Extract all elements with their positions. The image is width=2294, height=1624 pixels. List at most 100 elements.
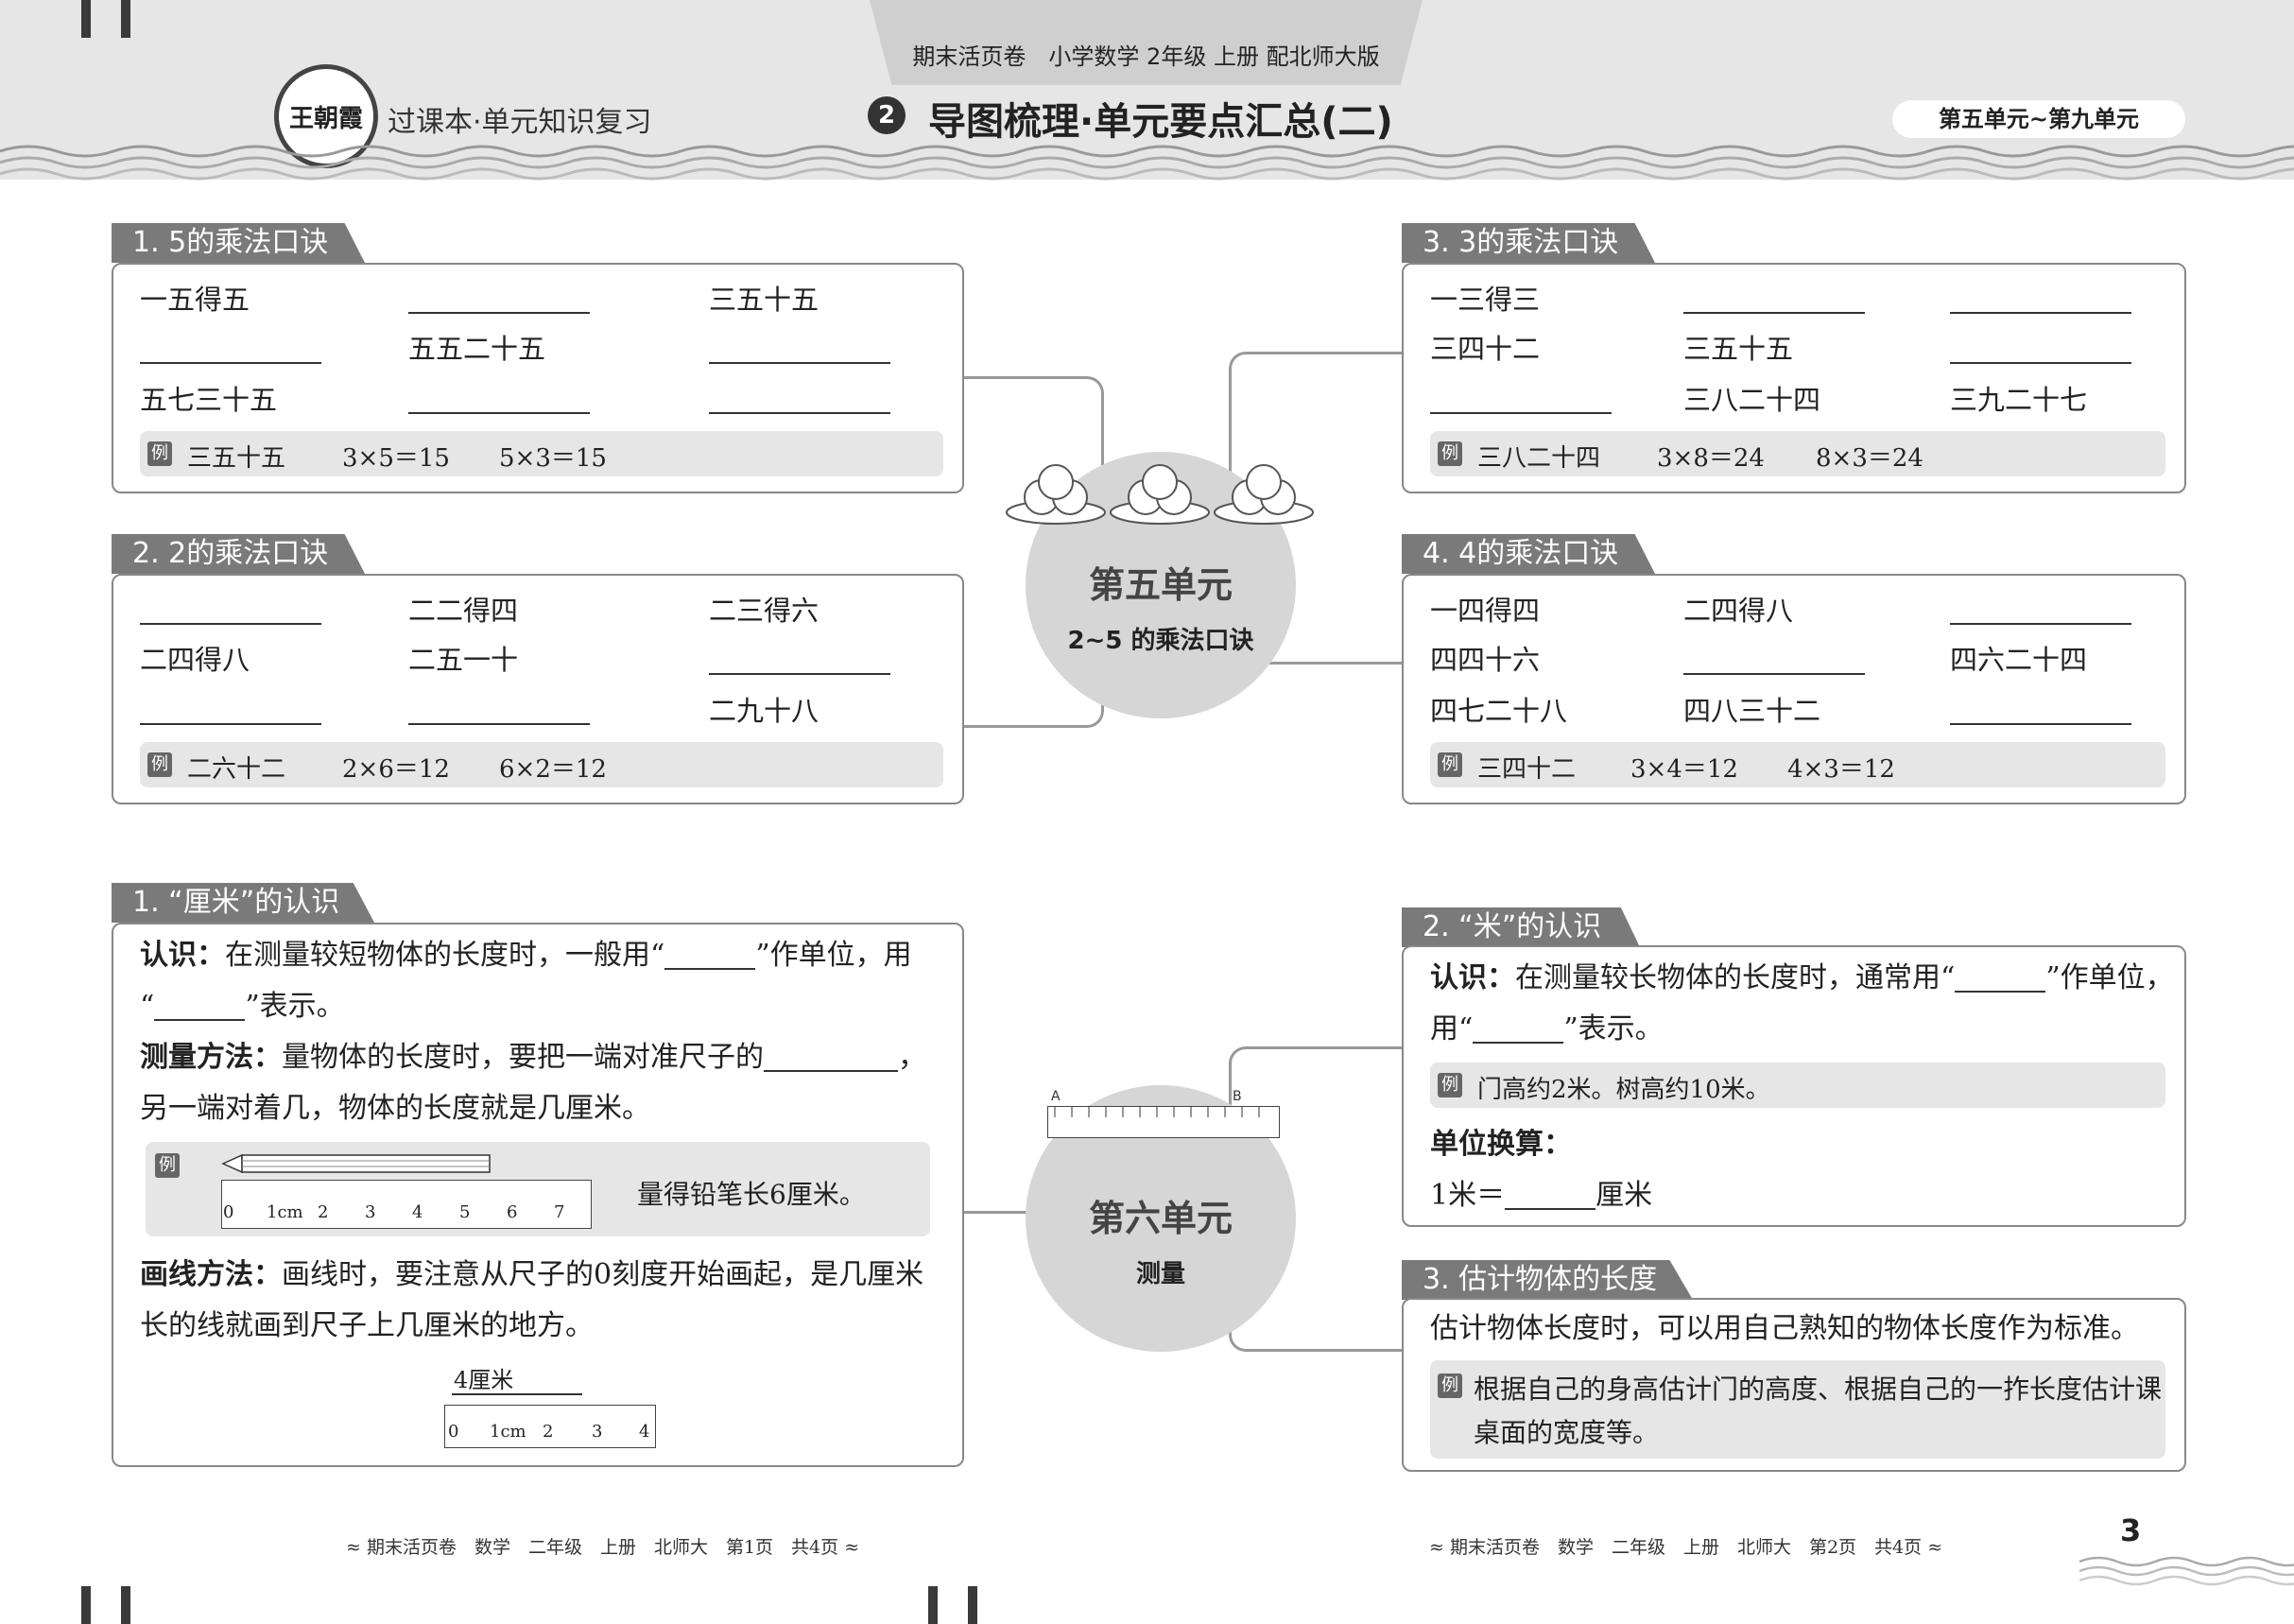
rhyme-blank[interactable]: [1683, 312, 1865, 314]
unit-range-badge: 第五单元~第九单元: [1892, 100, 2185, 138]
fill-blank[interactable]: [1473, 1042, 1564, 1044]
panel-tab-estimate: 3. 估计物体的长度: [1402, 1260, 1693, 1300]
example-text: 根据自己的身高估计门的高度、根据自己的一拃长度估计课: [1474, 1373, 2163, 1405]
rhyme: 二五一十: [408, 644, 519, 676]
panel-4-table: 一四得四 二四得八 四四十六 四六二十四 四七二十八 四八三十二 例 三四十二 …: [1402, 574, 2186, 804]
rhyme: 二四得八: [140, 644, 250, 676]
connector: [962, 1211, 1028, 1220]
fill-blank[interactable]: [1955, 991, 2046, 993]
rhyme-blank[interactable]: [709, 673, 890, 675]
example-label: 例: [1438, 1073, 1462, 1097]
example-rhyme: 三八二十四: [1477, 444, 1601, 473]
unit5-title: 第五单元: [1088, 564, 1233, 606]
example-equation: 4×3＝12: [1787, 755, 1895, 784]
connector: [1248, 662, 1404, 681]
panel-tab-5-table: 1. 5的乘法口诀: [112, 223, 365, 263]
ruler: [444, 1405, 656, 1448]
ruler-illustration: A B: [1047, 1089, 1284, 1155]
rhyme: 五五二十五: [408, 333, 546, 365]
para-text: 长的线就画到尺子上几厘米的地方。: [140, 1309, 594, 1342]
rhyme: 四八三十二: [1683, 695, 1821, 727]
rhyme-blank[interactable]: [140, 362, 321, 364]
example-label: 例: [155, 1153, 180, 1178]
example-label: 例: [1438, 1373, 1462, 1398]
rhyme-blank[interactable]: [140, 723, 321, 725]
unit5-subtitle: 2~5 的乘法口诀: [1067, 627, 1254, 655]
para-text: 估计物体长度时，可以用自己熟知的物体长度作为标准。: [1430, 1312, 2139, 1345]
ruler-ticks: [1054, 1106, 1260, 1117]
rhyme-blank[interactable]: [408, 412, 590, 414]
example-label: 例: [147, 752, 172, 777]
example-box: 例 三八二十四 3×8＝24 8×3＝24: [1430, 431, 2165, 476]
point-label: A: [1051, 1089, 1061, 1104]
rhyme-blank[interactable]: [1430, 412, 1612, 414]
rhyme: 三九二十七: [1950, 384, 2088, 416]
ruler: [221, 1180, 592, 1229]
header-series-tab: [870, 0, 1423, 85]
para-label: 认识：: [1430, 961, 1515, 994]
corner-mark: [968, 1586, 977, 1624]
panel-tab-meter: 2. “米”的认识: [1402, 907, 1640, 947]
fill-blank[interactable]: [764, 1070, 898, 1072]
footer-right: ≈ 期末活页卷 数学 二年级 上册 北师大 第2页 共4页 ≈: [1429, 1537, 1943, 1558]
example-box: 例 三五十五 3×5＝15 5×3＝15: [140, 431, 943, 476]
wave-divider: [0, 145, 2294, 181]
example-box: 例 二六十二 2×6＝12 6×2＝12: [140, 742, 943, 787]
example-equation: 3×8＝24: [1657, 444, 1765, 473]
panel-meter: 认识：在测量较长物体的长度时，通常用“”作单位， 用“”表示。 例 门高约2米。…: [1402, 945, 2186, 1227]
example-box: 例 根据自己的身高估计门的高度、根据自己的一拃长度估计课 桌面的宽度等。: [1430, 1360, 2165, 1459]
rhyme-blank[interactable]: [709, 362, 890, 364]
pencil-illustration: [221, 1153, 491, 1174]
para-label: 测量方法：: [140, 1041, 282, 1074]
example-label: 例: [1438, 752, 1462, 777]
page-title: 导图梳理·单元要点汇总(二): [928, 100, 1393, 144]
section-label: 过课本·单元知识复习: [388, 106, 652, 139]
example-equation: 8×3＝24: [1816, 444, 1923, 473]
rhyme: 三五十五: [709, 284, 819, 316]
header-series-line: 期末活页卷 小学数学 2年级 上册 配北师大版: [912, 43, 1380, 70]
rhyme: 一三得三: [1430, 284, 1541, 316]
para-label: 认识：: [140, 939, 225, 972]
rhyme: 二九十八: [709, 695, 819, 727]
rhyme: 三五十五: [1683, 333, 1794, 365]
example-rhyme: 三五十五: [187, 444, 286, 473]
fill-blank[interactable]: [664, 968, 756, 970]
panel-tab-3-table: 3. 3的乘法口诀: [1402, 223, 1655, 263]
panel-tab-4-table: 4. 4的乘法口诀: [1402, 534, 1655, 574]
corner-mark: [928, 1586, 938, 1624]
rhyme-blank[interactable]: [408, 312, 590, 314]
footer-left: ≈ 期末活页卷 数学 二年级 上册 北师大 第1页 共4页 ≈: [346, 1537, 860, 1558]
panel-estimate: 估计物体长度时，可以用自己熟知的物体长度作为标准。 例 根据自己的身高估计门的高…: [1402, 1298, 2186, 1472]
footer-wave-decoration: [2079, 1556, 2294, 1586]
example-text: 门高约2米。树高约10米。: [1477, 1076, 1770, 1104]
rhyme-blank[interactable]: [1950, 362, 2131, 364]
rhyme: 二四得八: [1683, 595, 1794, 627]
section-number-badge: 2: [868, 96, 906, 134]
rhyme-blank[interactable]: [1950, 312, 2131, 314]
point-label: B: [1233, 1089, 1242, 1104]
fill-blank[interactable]: [154, 1019, 246, 1021]
rhyme: 一四得四: [1430, 595, 1541, 627]
example-label: 例: [1438, 441, 1462, 466]
unit6-title: 第六单元: [1088, 1198, 1233, 1239]
rhyme-blank[interactable]: [140, 623, 321, 625]
example-equation: 6×2＝12: [499, 755, 607, 784]
rhyme-blank[interactable]: [709, 412, 890, 414]
fill-blank[interactable]: [1505, 1208, 1596, 1210]
rhyme-blank[interactable]: [1950, 723, 2131, 725]
connector: [962, 376, 1104, 490]
peach-plates-illustration: [1006, 464, 1314, 525]
rhyme-blank[interactable]: [1683, 673, 1865, 675]
conversion-label: 单位换算：: [1430, 1128, 1572, 1161]
example-equation: 3×5＝15: [342, 444, 450, 473]
para-label: 画线方法：: [140, 1258, 282, 1291]
example-box: 例 门高约2米。树高约10米。: [1430, 1063, 2165, 1108]
page-number: 3: [2120, 1512, 2142, 1548]
line-length-label: 4厘米: [454, 1367, 514, 1393]
example-label: 例: [147, 441, 172, 466]
rhyme-blank[interactable]: [1950, 623, 2131, 625]
panel-2-table: 二二得四 二三得六 二四得八 二五一十 二九十八 例 二六十二 2×6＝12 6…: [112, 574, 964, 804]
rhyme: 三八二十四: [1683, 384, 1821, 416]
corner-mark: [81, 0, 91, 38]
rhyme-blank[interactable]: [408, 723, 590, 725]
